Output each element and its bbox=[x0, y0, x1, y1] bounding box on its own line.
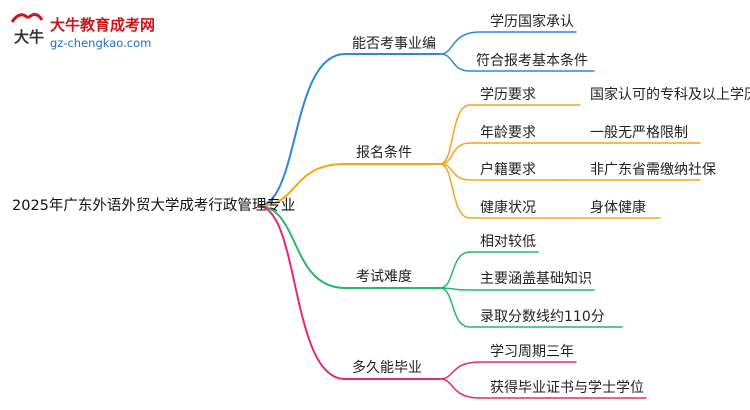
connector-leaf-1-1 bbox=[439, 142, 561, 165]
leaf-diff-3: 录取分数线约110分 bbox=[480, 309, 605, 325]
connector-root-branch-1 bbox=[257, 163, 346, 207]
logo-title: 大牛教育成考网 bbox=[50, 16, 156, 34]
connector-leaf-3-0 bbox=[439, 361, 577, 380]
leaf-req-hukou: 户籍要求 bbox=[480, 162, 536, 178]
leaf-diff-2: 主要涵盖基础知识 bbox=[480, 271, 592, 287]
connector-leaf-2-1 bbox=[439, 287, 595, 291]
connector-leaf-1-3 bbox=[439, 163, 561, 219]
leaf-career-1: 学历国家承认 bbox=[490, 14, 574, 30]
svg-text:大牛: 大牛 bbox=[14, 28, 44, 46]
connector-leaf-1-0 bbox=[439, 104, 561, 165]
connector-leaf-0-0 bbox=[439, 31, 577, 55]
connector-leaf-1-2 bbox=[439, 163, 561, 181]
connector-leaf-2-2 bbox=[439, 287, 623, 328]
leaf-req-health: 健康状况 bbox=[480, 200, 536, 216]
leaf-diff-1: 相对较低 bbox=[480, 234, 536, 250]
connector-root-branch-3 bbox=[257, 205, 346, 380]
leaf-req-age-detail: 一般无严格限制 bbox=[590, 125, 688, 141]
connector-leaf-0-1 bbox=[439, 53, 595, 72]
leaf-req-education: 学历要求 bbox=[480, 87, 536, 103]
connector-root-branch-2 bbox=[257, 205, 346, 289]
root-topic: 2025年广东外语外贸大学成考行政管理专业 bbox=[12, 198, 296, 214]
leaf-req-hukou-detail: 非广东省需缴纳社保 bbox=[590, 162, 716, 178]
connector-leaf-2-0 bbox=[439, 251, 539, 289]
leaf-req-health-detail: 身体健康 bbox=[590, 200, 646, 216]
leaf-grad-1: 学习周期三年 bbox=[490, 344, 574, 360]
branch-label-difficulty: 考试难度 bbox=[356, 269, 412, 285]
branch-label-graduation: 多久能毕业 bbox=[352, 360, 422, 376]
leaf-grad-2: 获得毕业证书与学士学位 bbox=[490, 380, 644, 396]
leaf-req-age: 年龄要求 bbox=[480, 125, 536, 141]
connector-root-branch-0 bbox=[257, 53, 346, 207]
site-logo: 大牛 大牛教育成考网 gz-chengkao.com bbox=[6, 8, 206, 54]
bull-logo-icon: 大牛 bbox=[10, 13, 44, 46]
logo-url: gz-chengkao.com bbox=[50, 36, 152, 50]
leaf-req-education-detail: 国家认可的专科及以上学历 bbox=[590, 87, 750, 103]
leaf-career-2: 符合报考基本条件 bbox=[476, 53, 588, 69]
connector-leaf-3-1 bbox=[439, 378, 647, 399]
branch-label-requirements: 报名条件 bbox=[356, 145, 412, 161]
branch-label-career: 能否考事业编 bbox=[352, 36, 436, 52]
